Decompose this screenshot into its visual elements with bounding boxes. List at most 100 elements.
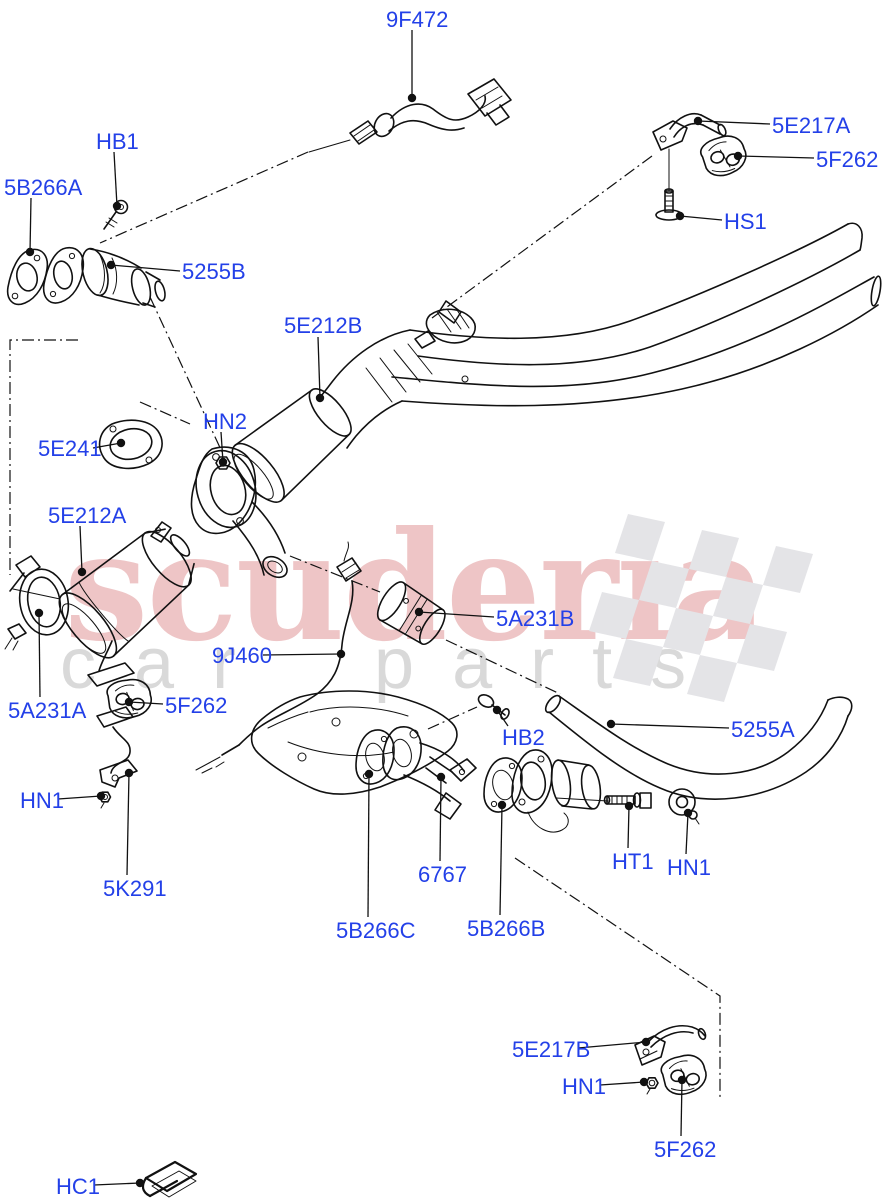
- part-label-5F262-b[interactable]: 5F262: [165, 693, 228, 718]
- centerline-6: [445, 639, 561, 695]
- leader-dot-HN1-b: [683, 808, 693, 818]
- part-label-5B266B[interactable]: 5B266B: [467, 916, 546, 941]
- leader-line-9J460: [262, 653, 342, 656]
- leader-dot-5E212B: [315, 393, 325, 403]
- bolt-ht1-drawing: [603, 792, 652, 809]
- coupling-5a231b-drawing: [376, 581, 446, 646]
- leader-line-HN1-b: [685, 812, 689, 855]
- leader-line-HC1: [93, 1182, 141, 1186]
- part-label-6767[interactable]: 6767: [418, 862, 467, 887]
- leader-dot-5F262-c: [677, 1075, 687, 1085]
- leader-line-5E241: [92, 442, 122, 449]
- part-label-5B266C[interactable]: 5B266C: [336, 918, 416, 943]
- leader-dot-5B266A: [25, 247, 35, 257]
- leader-dot-9J460: [336, 649, 346, 659]
- part-label-HB1[interactable]: HB1: [96, 129, 139, 154]
- part-label-5K291[interactable]: 5K291: [103, 876, 167, 901]
- hanger-bracket-5e217b-drawing: [634, 1025, 707, 1066]
- leader-dot-5E217A: [693, 116, 703, 126]
- leader-dot-HT1: [624, 801, 634, 811]
- leader-line-5255B: [110, 264, 181, 272]
- leader-line-5A231A: [38, 612, 41, 698]
- part-label-5F262-c[interactable]: 5F262: [654, 1137, 717, 1162]
- flag-cell: [613, 639, 663, 686]
- part-label-HC1[interactable]: HC1: [56, 1174, 101, 1199]
- leader-line-HB1: [113, 151, 118, 207]
- checkered-flag-watermark: [589, 514, 813, 702]
- leader-dot-5A231A: [34, 608, 44, 618]
- part-label-5255A[interactable]: 5255A: [731, 717, 795, 742]
- centerline-5: [289, 555, 381, 593]
- part-label-5F262-a[interactable]: 5F262: [816, 147, 879, 172]
- leader-dot-9F472: [407, 93, 417, 103]
- part-label-9J460[interactable]: 9J460: [212, 643, 272, 668]
- part-label-5A231B[interactable]: 5A231B: [496, 606, 575, 631]
- centerline-7: [514, 857, 721, 1098]
- washer-nut-hn1-mid-drawing: [668, 788, 700, 825]
- stud-hs1-drawing: [655, 148, 683, 221]
- leader-line-HN2: [220, 431, 224, 463]
- leader-line-5A231B: [418, 611, 495, 618]
- leader-dot-5E241: [116, 438, 126, 448]
- part-label-5E217A[interactable]: 5E217A: [772, 113, 851, 138]
- leader-line-HS1: [679, 215, 723, 221]
- flag-cell: [639, 561, 689, 608]
- centerline-0: [99, 151, 309, 244]
- part-label-5B266A[interactable]: 5B266A: [4, 175, 83, 200]
- hanger-bracket-5k291-drawing: [87, 662, 138, 788]
- catalytic-converter-5e212a-drawing: [58, 521, 195, 672]
- part-label-HT1[interactable]: HT1: [612, 849, 654, 874]
- leader-dot-5255A: [606, 719, 616, 729]
- leader-dot-HN1-a: [96, 791, 106, 801]
- leader-dot-5E212A: [77, 567, 87, 577]
- gasket-5b266c-drawing: [355, 729, 395, 785]
- leader-line-5B266B: [499, 804, 503, 916]
- watermark-subtitle-text: car parts: [60, 624, 725, 704]
- part-label-5E217B[interactable]: 5E217B: [512, 1037, 591, 1062]
- gasket-5b266b-drawing: [483, 757, 523, 813]
- downpipe-6767-drawing: [382, 726, 477, 820]
- leader-dot-5A231B: [414, 607, 424, 617]
- oxygen-sensor-9f472-drawing: [308, 78, 512, 153]
- leader-dot-HN1-c: [639, 1077, 649, 1087]
- part-label-HS1[interactable]: HS1: [724, 209, 767, 234]
- part-label-5255B[interactable]: 5255B: [182, 259, 246, 284]
- part-label-HN2[interactable]: HN2: [203, 409, 248, 434]
- leader-dot-HB1: [112, 201, 122, 211]
- part-label-5E241[interactable]: 5E241: [38, 436, 102, 461]
- clamp-5a231a-drawing: [4, 555, 70, 651]
- leader-line-5B266A: [29, 197, 32, 253]
- centerline-2: [9, 339, 78, 575]
- flag-cell: [663, 608, 713, 655]
- leader-line-5E217A: [697, 120, 771, 125]
- part-label-5E212B[interactable]: 5E212B: [284, 313, 363, 338]
- front-y-pipe-5e212b-drawing: [190, 222, 882, 579]
- leader-line-5B266C: [367, 773, 370, 918]
- clip-hc1-drawing: [141, 1160, 198, 1198]
- gasket-5e241-drawing: [98, 419, 163, 470]
- leader-dot-5E217B: [641, 1037, 651, 1047]
- flag-cell: [615, 514, 665, 561]
- leader-dot-5F262-b: [124, 697, 134, 707]
- part-label-5A231A[interactable]: 5A231A: [8, 698, 87, 723]
- centerline-4: [139, 401, 191, 425]
- catalytic-converter-5255b-drawing: [42, 246, 166, 308]
- part-label-HN1-c[interactable]: HN1: [562, 1074, 607, 1099]
- catalyst-pipe-5255a-drawing: [511, 694, 853, 833]
- centerline-3: [149, 296, 223, 453]
- part-label-9F472[interactable]: 9F472: [386, 7, 449, 32]
- leader-line-5F262-b: [128, 701, 164, 705]
- flag-cell: [689, 530, 739, 577]
- part-label-HN1-a[interactable]: HN1: [20, 788, 65, 813]
- part-label-HB2[interactable]: HB2: [502, 725, 545, 750]
- leader-line-5255A: [610, 723, 730, 729]
- leader-dot-HB2: [492, 705, 502, 715]
- part-label-HN1-b[interactable]: HN1: [667, 855, 712, 880]
- leader-dot-5K291: [124, 768, 134, 778]
- flag-cell: [737, 624, 787, 671]
- leader-line-5K291: [126, 772, 130, 876]
- flag-cell: [713, 577, 763, 624]
- part-label-5E212A[interactable]: 5E212A: [48, 503, 127, 528]
- leader-line-HN1-c: [599, 1081, 645, 1086]
- leader-dot-HN2: [218, 457, 228, 467]
